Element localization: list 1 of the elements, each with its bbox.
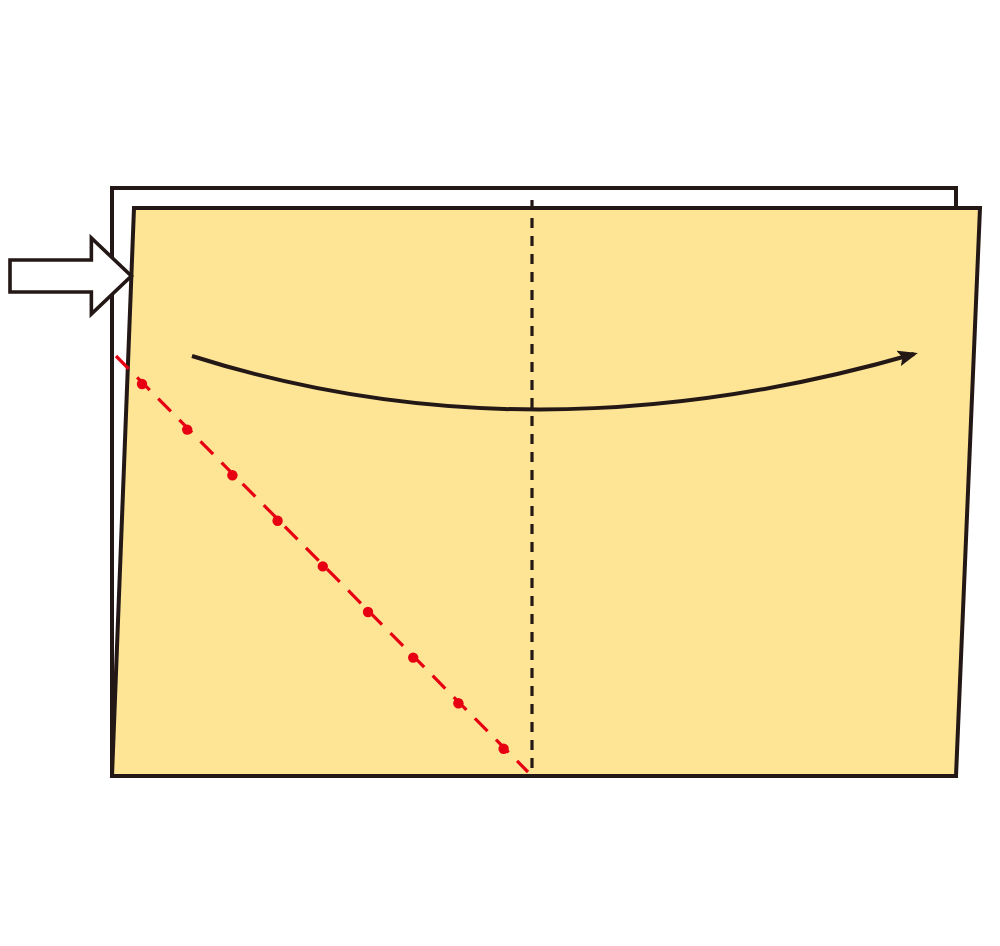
push-arrow (8, 233, 134, 319)
